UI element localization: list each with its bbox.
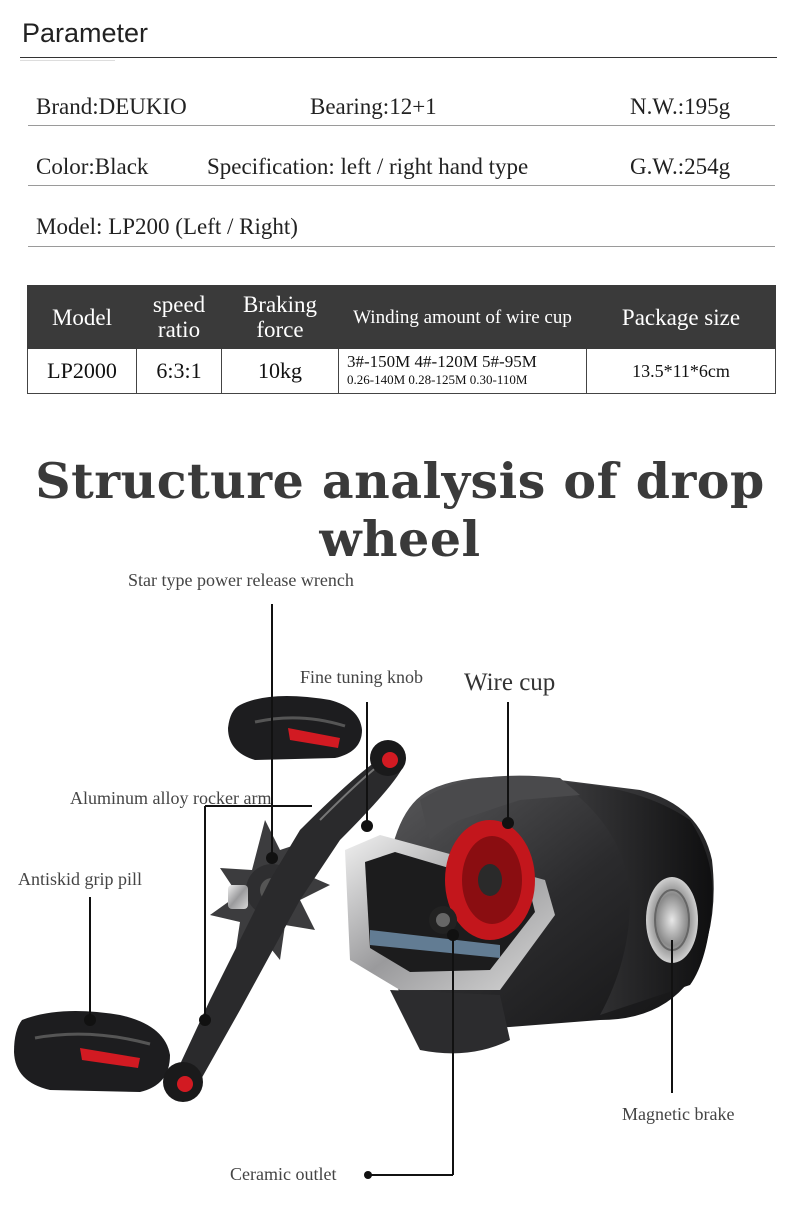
- param-row-divider: [28, 125, 775, 126]
- leader-lines: [89, 604, 673, 1176]
- cell-braking-force: 10kg: [221, 348, 339, 394]
- rocker-arm: [175, 752, 405, 1090]
- spec-table: Model speed ratio Braking force Winding …: [27, 285, 776, 394]
- label-star-wrench: Star type power release wrench: [128, 570, 354, 590]
- cell-winding-amount: 3#-150M 4#-120M 5#-95M 0.26-140M 0.28-12…: [338, 348, 587, 394]
- label-grip-pill: Antiskid grip pill: [18, 869, 143, 889]
- top-grip-knob: [228, 696, 362, 760]
- bearing-text: Bearing:12+1: [310, 94, 437, 119]
- cell-package-size: 13.5*11*6cm: [586, 348, 776, 394]
- winding-line-1: 3#-150M 4#-120M 5#-95M: [347, 352, 537, 371]
- table-row: LP2000 6:3:1 10kg 3#-150M 4#-120M 5#-95M…: [27, 348, 776, 394]
- header-winding-amount: Winding amount of wire cup: [338, 285, 587, 349]
- label-magnetic-brake: Magnetic brake: [622, 1104, 735, 1124]
- header-package-size: Package size: [586, 285, 776, 349]
- brand-text: Brand:DEUKIO: [36, 94, 187, 119]
- header-braking-force: Braking force: [221, 285, 339, 349]
- model-text: Model: LP200 (Left / Right): [36, 214, 298, 239]
- title-divider-shadow: [20, 60, 115, 61]
- color-text: Color:Black: [36, 154, 149, 179]
- param-row-divider: [28, 246, 775, 247]
- label-wire-cup: Wire cup: [464, 669, 556, 696]
- specification-text: Specification: left / right hand type: [207, 154, 529, 179]
- reel-illustration: [14, 604, 714, 1179]
- header-model: Model: [27, 285, 137, 349]
- net-weight-text: N.W.:195g: [630, 94, 731, 119]
- label-fine-tuning-knob: Fine tuning knob: [300, 667, 424, 687]
- param-row-divider: [28, 185, 775, 186]
- cell-speed-ratio: 6:3:1: [136, 348, 222, 394]
- label-ceramic-outlet: Ceramic outlet: [230, 1164, 337, 1184]
- cell-model: LP2000: [27, 348, 137, 394]
- header-speed-ratio: speed ratio: [136, 285, 222, 349]
- winding-line-2: 0.26-140M 0.28-125M 0.30-110M: [347, 372, 528, 387]
- gross-weight-text: G.W.:254g: [630, 154, 731, 179]
- parameter-title: Parameter: [22, 18, 149, 48]
- structure-title: Structure analysis of drop wheel: [35, 452, 765, 568]
- title-divider: [20, 57, 777, 58]
- spec-table-header-row: Model speed ratio Braking force Winding …: [27, 285, 776, 349]
- label-rocker-arm: Aluminum alloy rocker arm: [70, 788, 272, 808]
